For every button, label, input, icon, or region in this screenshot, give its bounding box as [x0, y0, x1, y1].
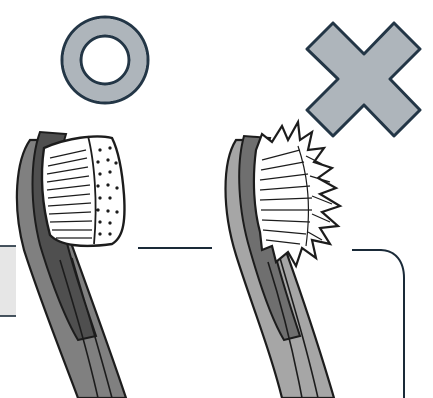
bad-mark-cross-icon: [307, 23, 420, 136]
worn-toothbrush: [226, 122, 341, 398]
connector-line-right: [352, 250, 404, 398]
left-edge-box: [0, 246, 16, 316]
new-toothbrush: [17, 132, 126, 398]
worn-toothbrush-bristles: [254, 122, 340, 266]
good-mark-circle-icon: [62, 17, 148, 103]
